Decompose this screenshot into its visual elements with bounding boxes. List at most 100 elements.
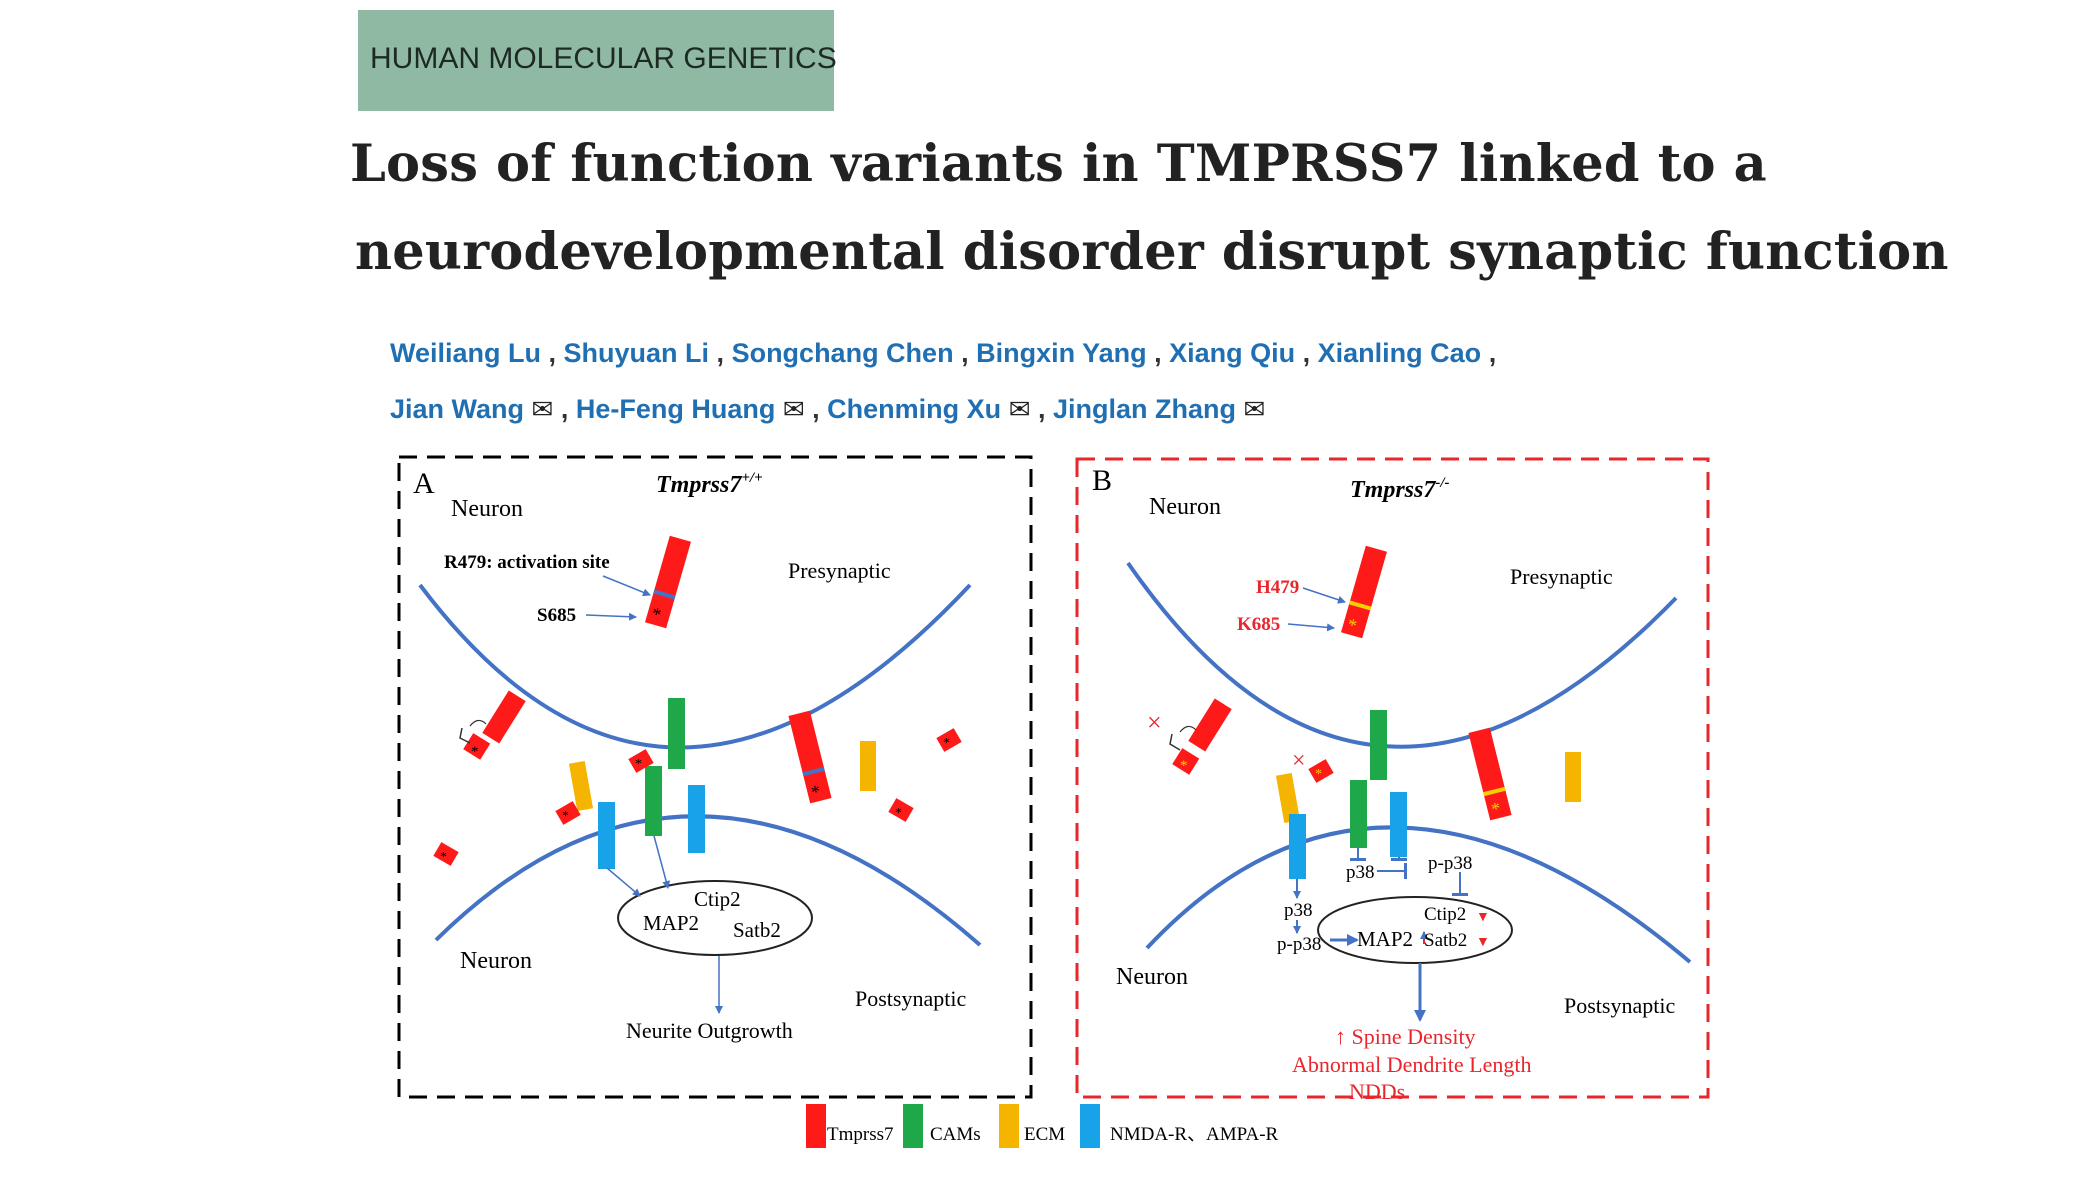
author-separator: ,	[553, 394, 576, 424]
panel-a-tmprss7-synaptic: *	[788, 710, 832, 804]
panel-b-outcome-dendrite: Abnormal Dendrite Length	[1292, 1052, 1532, 1077]
author-name[interactable]: Xianling Cao	[1317, 338, 1482, 368]
panel-b-p38-center-label: p38	[1346, 862, 1375, 883]
panel-a-nucleus	[617, 880, 813, 956]
panel-a-cam-to-nucleus-arrow	[653, 835, 671, 889]
panel-a-r479-arrow	[602, 575, 651, 597]
author-separator: ,	[953, 338, 977, 368]
panel-a-cam-pre	[668, 698, 685, 769]
author-separator: ,	[541, 338, 564, 368]
journal-banner	[358, 10, 834, 111]
author-name[interactable]: Shuyuan Li	[563, 338, 710, 368]
panel-b-h479-arrow	[1302, 587, 1346, 604]
panel-a-receptor-2	[688, 785, 705, 853]
legend-swatch-cams	[903, 1104, 923, 1148]
panel-a-ecm-1	[568, 760, 594, 812]
author-list-line-2: Jian Wang ✉ , He-Feng Huang ✉ , Chenming…	[390, 394, 1265, 425]
article-title-line-2: neurodevelopmental disorder disrupt syna…	[355, 222, 1949, 282]
legend-swatch-receptors	[1080, 1104, 1100, 1148]
author-name[interactable]: Jinglan Zhang	[1053, 394, 1237, 424]
panel-b-satb2-label: Satb2	[1424, 930, 1467, 951]
legend-swatch-tmprss7	[806, 1104, 826, 1148]
panel-a-border	[397, 455, 1033, 1099]
panel-b-h479-label: H479	[1256, 577, 1299, 598]
panel-b-neuron-top-label: Neuron	[1149, 494, 1221, 520]
panel-b-presynaptic-label: Presynaptic	[1510, 564, 1613, 589]
svg-text:*: *	[562, 809, 569, 824]
panel-b-k685-arrow	[1287, 623, 1335, 632]
panel-b-tmprss7-presynaptic: *	[1341, 545, 1387, 639]
panel-a-outcome-label: Neurite Outgrowth	[626, 1018, 793, 1043]
panel-a-r479-label: R479: activation site	[444, 552, 610, 573]
panel-a-presynaptic-label: Presynaptic	[788, 558, 891, 583]
panel-a-satb2-label: Satb2	[733, 918, 781, 942]
svg-text:*: *	[1315, 767, 1322, 782]
author-name[interactable]: He-Feng Huang	[575, 394, 776, 424]
panel-a-genotype: Tmprss7+/+	[656, 470, 763, 498]
panel-b-p38-left-label: p38	[1284, 900, 1313, 921]
mail-icon[interactable]: ✉	[1008, 394, 1031, 424]
author-separator: ,	[709, 338, 732, 368]
author-name[interactable]: Weiliang Lu	[390, 338, 542, 368]
panel-b-satb2-down-icon: ▼	[1476, 935, 1490, 950]
panel-b-pp38-right-label: p-p38	[1428, 853, 1472, 874]
panel-b-cam-pre	[1370, 710, 1387, 780]
panel-a-receptor-to-nucleus-arrow	[606, 867, 641, 897]
panel-b-cam-post	[1350, 780, 1367, 848]
mail-icon[interactable]: ✉	[782, 394, 805, 424]
legend-label-tmprss7: Tmprss7	[827, 1124, 894, 1145]
author-name[interactable]: Chenming Xu	[827, 394, 1002, 424]
panel-b-ctip2-label: Ctip2	[1424, 904, 1466, 925]
panel-b-map2-label: MAP2	[1357, 927, 1413, 951]
panel-a-letter: A	[413, 467, 435, 500]
panel-a-tmprss7-cleaved: *	[459, 690, 526, 760]
panel-b-tmprss7-fragment: * ×	[1292, 748, 1334, 783]
panel-b-outcome-ndds: NDDs	[1349, 1079, 1405, 1104]
panel-b-tmprss7-uncleaved: * ×	[1147, 698, 1232, 775]
mail-icon[interactable]: ✉	[1243, 394, 1266, 424]
author-name[interactable]: Xiang Qiu	[1169, 338, 1296, 368]
panel-b-cleavage-blocked-icon: ×	[1147, 708, 1162, 737]
panel-a-s685-arrow	[585, 612, 637, 621]
panel-a: A Tmprss7+/+ Neuron Presynaptic Neuron P…	[397, 455, 1033, 1099]
panel-a-map2-label: MAP2	[643, 911, 699, 935]
mail-icon[interactable]: ✉	[531, 394, 554, 424]
author-name[interactable]: Jian Wang	[390, 394, 525, 424]
svg-text:*: *	[1180, 758, 1188, 774]
panel-b-neuron-bottom-label: Neuron	[1116, 964, 1188, 990]
author-separator: ,	[1481, 338, 1497, 368]
panel-b-ecm-1	[1275, 772, 1301, 824]
panel-b-ctip2-down-icon: ▼	[1476, 910, 1490, 925]
panel-b-fragment-blocked-icon: ×	[1292, 748, 1306, 774]
svg-text:*: *	[943, 736, 950, 751]
author-list-line-1: Weiliang Lu , Shuyuan Li , Songchang Che…	[390, 338, 1496, 369]
panel-a-postsynaptic-label: Postsynaptic	[855, 986, 966, 1011]
panel-b-outcome-spine: ↑ Spine Density	[1335, 1024, 1476, 1049]
author-separator: ,	[1030, 394, 1053, 424]
panel-a-receptor-1	[598, 802, 615, 869]
panel-b-nucleus	[1317, 896, 1513, 964]
panel-b-genotype: Tmprss7-/-	[1350, 475, 1450, 503]
legend-label-cams: CAMs	[930, 1124, 981, 1145]
article-title-line-1: Loss of function variants in TMPRSS7 lin…	[350, 134, 1767, 194]
svg-text:*: *	[440, 850, 447, 865]
panel-a-ecm-2	[860, 741, 876, 791]
panel-b-pp38-left-label: p-p38	[1277, 934, 1321, 955]
legend-swatch-ecm	[999, 1104, 1019, 1148]
legend-label-receptors: NMDA-R、AMPA-R	[1110, 1124, 1279, 1145]
panel-a-tmprss7-presynaptic: *	[645, 535, 691, 629]
author-separator: ,	[1295, 338, 1318, 368]
author-separator: ,	[804, 394, 828, 424]
svg-text:*: *	[635, 757, 642, 772]
panel-a-cam-post	[645, 766, 662, 836]
panel-a-neuron-top-label: Neuron	[451, 496, 523, 522]
author-name[interactable]: Songchang Chen	[731, 338, 954, 368]
author-name[interactable]: Bingxin Yang	[976, 338, 1147, 368]
panel-b-tmprss7-synaptic: *	[1468, 727, 1512, 821]
panel-a-neuron-bottom-label: Neuron	[460, 948, 532, 974]
svg-text:*: *	[895, 806, 902, 821]
panel-a-s685-label: S685	[537, 605, 576, 626]
panel-b-letter: B	[1092, 464, 1112, 497]
journal-name: HUMAN MOLECULAR GENETICS	[370, 42, 837, 75]
